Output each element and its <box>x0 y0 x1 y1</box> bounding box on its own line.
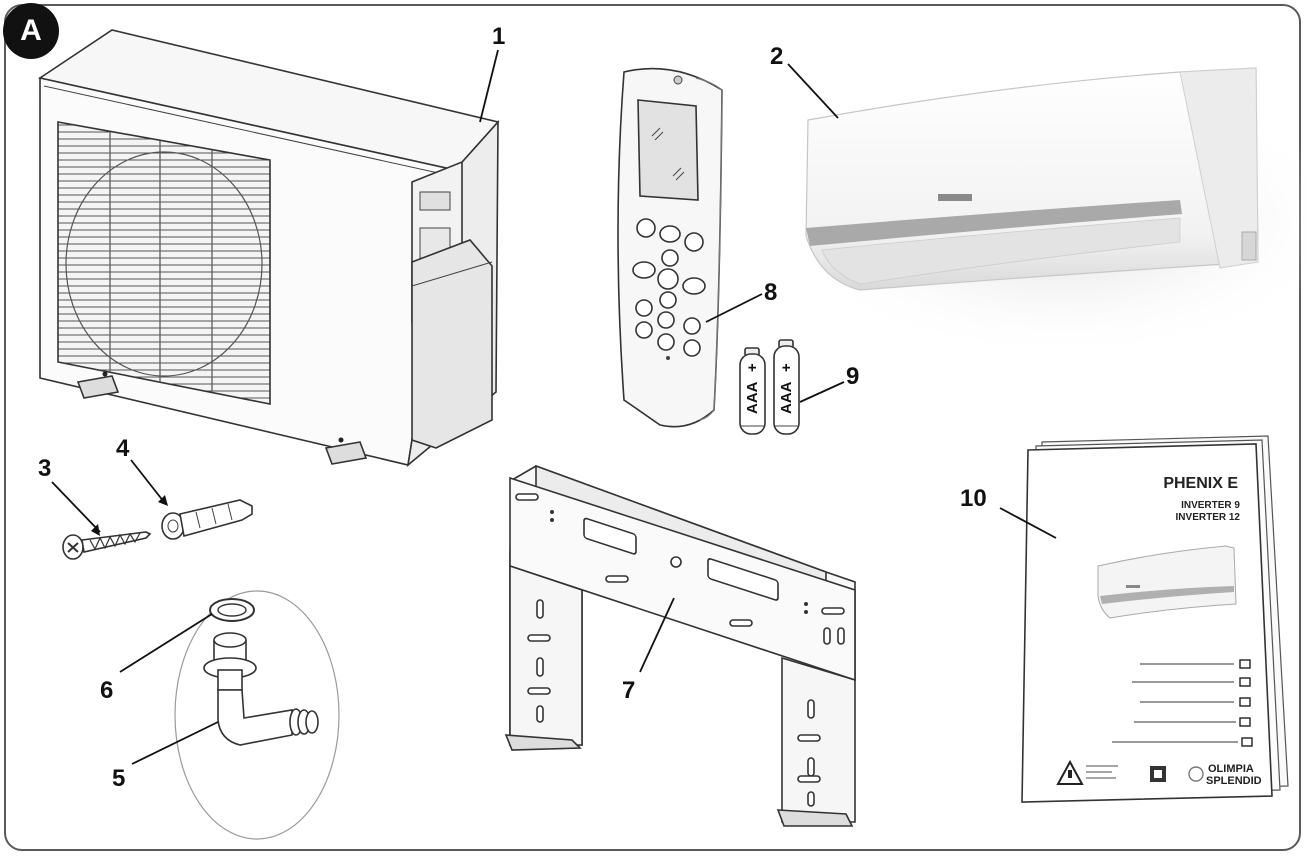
outdoor-unit <box>37 29 500 467</box>
remote-display <box>637 99 699 201</box>
callout-6: 6 <box>100 677 113 704</box>
remote-up-button <box>661 249 679 267</box>
leader-4 <box>130 459 165 503</box>
battery-label: AAA <box>778 381 795 414</box>
callout-9: 9 <box>846 363 859 390</box>
callout-8: 8 <box>764 279 777 306</box>
manual-subtitle-2: INVERTER 12 <box>1176 512 1241 523</box>
brand-logo-icon <box>1188 766 1204 782</box>
leader-3 <box>51 481 101 533</box>
remote-ok-button <box>657 268 679 290</box>
leader-2 <box>787 63 839 119</box>
panel-label-badge: A <box>3 3 59 59</box>
leader-9 <box>799 381 845 403</box>
callout-4: 4 <box>116 435 130 462</box>
battery-label: AAA <box>744 381 761 414</box>
callout-5: 5 <box>112 765 125 792</box>
leader-7 <box>639 597 675 673</box>
detail-circle <box>174 590 340 840</box>
remote-power-button <box>636 218 656 238</box>
manual-subtitle-1: INVERTER 9 <box>1181 500 1240 511</box>
battery-polarity: + <box>744 363 761 372</box>
battery-left: AAA + <box>739 347 766 435</box>
wall-plug <box>161 499 253 540</box>
leader-5 <box>131 721 219 765</box>
figure-frame <box>4 4 1301 851</box>
callout-3: 3 <box>38 455 51 482</box>
indoor-unit <box>770 67 1307 360</box>
indoor-logo <box>938 194 972 201</box>
leader-1 <box>479 49 499 123</box>
battery-right: AAA + <box>773 339 800 435</box>
screw <box>62 531 152 560</box>
mounting-plate <box>504 464 856 827</box>
callout-10: 10 <box>960 485 987 512</box>
brand-name-1: OLIMPIA <box>1208 763 1254 775</box>
leader-10 <box>999 507 1057 539</box>
instruction-manual: PHENIX E INVERTER 9 INVERTER 12 <box>1021 435 1289 803</box>
callout-2: 2 <box>770 43 783 70</box>
callout-1: 1 <box>492 23 505 50</box>
leader-6 <box>119 613 213 673</box>
battery-polarity: + <box>778 363 795 372</box>
leader-8 <box>705 293 763 323</box>
callout-7: 7 <box>622 677 635 704</box>
brand-name-2: SPLENDID <box>1206 775 1262 787</box>
callout-numbers: 1 2 3 4 5 6 7 8 9 10 <box>38 23 987 792</box>
leader-lines <box>51 49 1057 765</box>
manual-title: PHENIX E <box>1163 475 1238 492</box>
drain-fitting <box>174 590 340 840</box>
remote-down-button <box>659 291 677 309</box>
remote-control <box>617 67 723 428</box>
